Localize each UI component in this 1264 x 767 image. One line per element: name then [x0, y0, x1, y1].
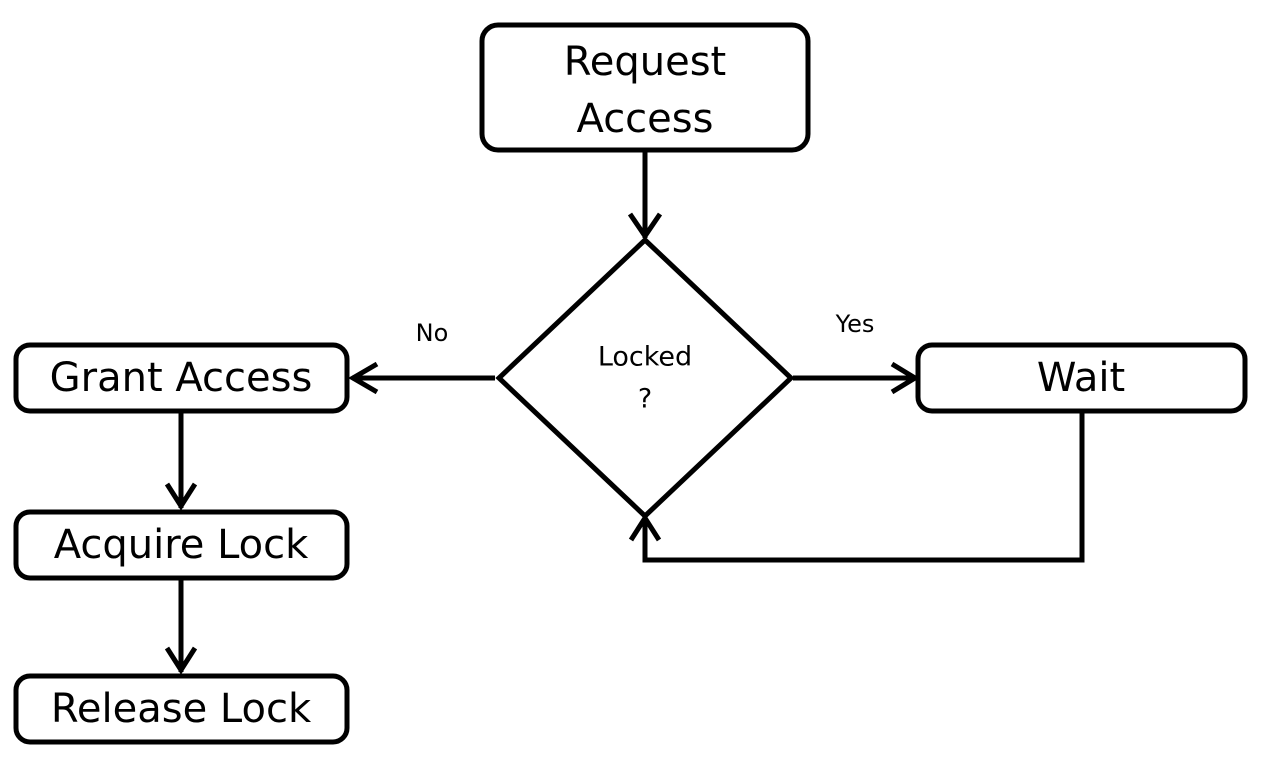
edge-label-no: No — [416, 319, 449, 347]
node-grant-access[interactable]: Grant Access — [13, 342, 350, 414]
node-release-lock-label: Release Lock — [51, 686, 312, 732]
node-locked-decision[interactable]: Locked ? — [495, 236, 795, 520]
node-locked-decision-shape[interactable] — [495, 236, 795, 520]
node-wait[interactable]: Wait — [915, 342, 1248, 414]
node-request-access-label-line2: Access — [577, 96, 714, 142]
edge-acquire-to-release — [164, 578, 198, 675]
node-release-lock-shape[interactable] — [13, 673, 350, 745]
node-request-access-label-line1: Request — [564, 39, 726, 85]
edge-grant-to-acquire-arrowhead — [164, 482, 198, 511]
edge-request-to-decision — [627, 150, 663, 241]
edge-request-to-decision-arrowhead — [627, 212, 663, 241]
node-acquire-lock[interactable]: Acquire Lock — [13, 509, 350, 581]
node-locked-decision-label-line2: ? — [638, 384, 652, 415]
edge-label-yes: Yes — [835, 310, 875, 338]
edge-decision-to-grant-arrowhead — [348, 361, 379, 395]
node-acquire-lock-label: Acquire Lock — [54, 522, 309, 568]
edge-decision-to-grant: No — [348, 319, 495, 395]
node-grant-access-shape[interactable] — [13, 342, 350, 414]
node-acquire-lock-shape[interactable] — [13, 509, 350, 581]
edge-decision-to-wait-arrowhead — [890, 361, 920, 395]
node-release-lock[interactable]: Release Lock — [13, 673, 350, 745]
node-locked-decision-label-line1: Locked — [598, 342, 692, 373]
edge-grant-to-acquire — [164, 411, 198, 511]
edge-wait-to-decision-line — [642, 410, 1085, 563]
edge-decision-to-wait: Yes — [793, 310, 920, 395]
edge-acquire-to-release-arrowhead — [164, 646, 198, 675]
node-wait-shape[interactable] — [915, 342, 1248, 414]
node-grant-access-label: Grant Access — [50, 355, 313, 401]
node-request-access[interactable]: Request Access — [479, 22, 811, 153]
node-wait-label: Wait — [1037, 355, 1125, 401]
node-request-access-shape[interactable] — [479, 22, 811, 153]
